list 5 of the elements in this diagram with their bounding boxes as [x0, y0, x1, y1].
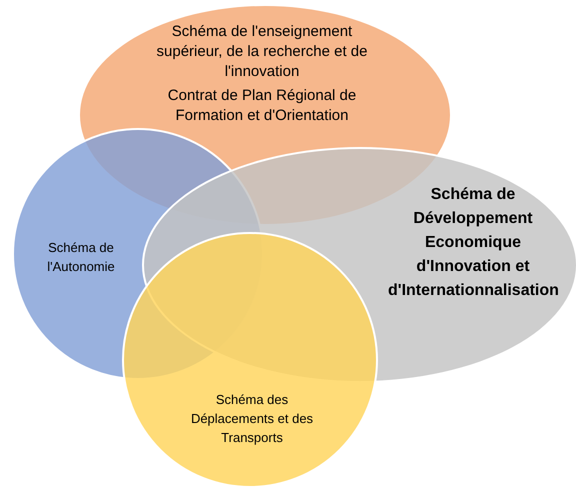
set-label: Schéma de Développement Economique d'Innovation et d'Internationnalisation [388, 185, 558, 301]
set-label: Schéma de l'Autonomie [46, 239, 116, 276]
set-label: Contrat de Plan Régional de Formation et d'Orientation [166, 86, 358, 126]
set-label: Schéma des Déplacements et des Transports [190, 391, 314, 447]
set-label: Schéma de l'enseignement supérieur, de la recherche et de l'innovation [156, 22, 368, 82]
